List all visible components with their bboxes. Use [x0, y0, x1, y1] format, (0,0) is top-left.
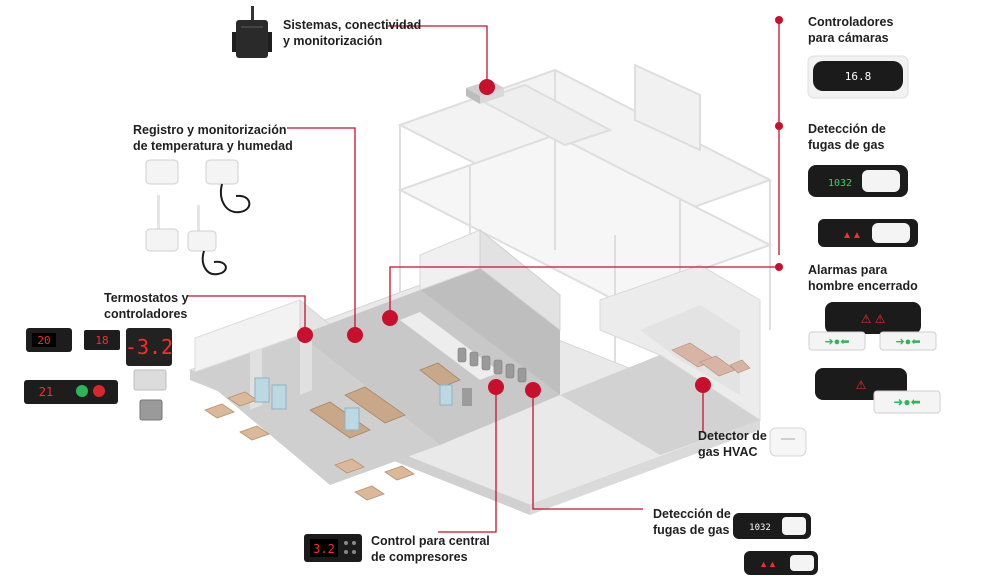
hotspot-gas-leak: [525, 382, 541, 398]
hotspot-logging: [347, 327, 363, 343]
svg-text:▲▲: ▲▲: [759, 559, 777, 569]
dot-man-trapped: [775, 263, 783, 271]
cold-room-controller: 16.8: [807, 55, 909, 99]
label-gas-leak-top: Detección de fugas de gas: [808, 122, 886, 152]
dining-tables: [204, 391, 415, 501]
gas-bottom-readout: 1032: [749, 523, 771, 533]
cold-room-boxes: [671, 342, 751, 377]
compressor-readout: 3.2: [313, 542, 335, 556]
kitchen-appliances: [254, 377, 472, 431]
leader-systems: [388, 25, 488, 87]
leader-logging: [287, 127, 356, 335]
thermo-big-readout: -3.2: [125, 335, 173, 359]
thermo-1-readout: 20: [37, 334, 50, 347]
thermo-wide-readout: 21: [39, 385, 53, 399]
hvac-gas-detector: [769, 427, 807, 457]
svg-text:➜●⬅: ➜●⬅: [824, 336, 849, 348]
compressor-controller: 3.2: [304, 534, 362, 562]
gateway-device: [232, 6, 272, 58]
dot-cold-rooms: [775, 16, 783, 24]
svg-text:⚠ ⚠: ⚠ ⚠: [861, 312, 886, 326]
cold-room-readout: 16.8: [845, 70, 872, 83]
svg-text:▲▲: ▲▲: [842, 230, 862, 241]
hotspots[interactable]: [297, 16, 783, 398]
label-man-trapped: Alarmas para hombre encerrado: [808, 263, 918, 293]
label-systems: Sistemas, conectividad y monitorización: [283, 18, 422, 48]
label-hvac-gas: Detector de gas HVAC: [698, 429, 767, 459]
man-trapped-alarms: ⚠ ⚠ ➜●⬅ ➜●⬅ ⚠ ➜●⬅: [808, 302, 941, 414]
leader-man-trapped: [389, 266, 779, 318]
temperature-loggers: [145, 159, 251, 276]
hotspot-systems: [479, 79, 495, 95]
thermostat-devices: 20 18 -3.2 21: [24, 328, 173, 421]
label-cold-room-controllers: Controladores para cámaras: [808, 15, 894, 45]
svg-text:➜●⬅: ➜●⬅: [893, 395, 920, 409]
leader-gas-bottom: [532, 390, 643, 510]
hotspot-hvac: [695, 377, 711, 393]
leader-thermostats: [188, 295, 306, 335]
thermo-2-readout: 18: [95, 334, 108, 347]
label-gas-leak-bottom: Detección de fugas de gas: [653, 507, 731, 537]
label-logging: Registro y monitorización de temperatura…: [133, 123, 293, 153]
gas-top-readout: 1032: [828, 178, 852, 189]
leader-lines: [188, 20, 780, 533]
hotspot-thermostats: [297, 327, 313, 343]
compressor-rack: [457, 347, 527, 383]
dot-gas-top: [775, 122, 783, 130]
svg-text:⚠: ⚠: [856, 378, 867, 392]
gas-detectors-bottom: 1032 ▲▲: [733, 513, 818, 575]
label-compressor: Control para central de compresores: [371, 534, 490, 564]
leader-compressor: [438, 387, 497, 533]
hotspot-compressor: [488, 379, 504, 395]
svg-text:➜●⬅: ➜●⬅: [895, 336, 920, 348]
building-upper-floors: [397, 63, 773, 380]
gas-detectors-top: 1032 ▲▲: [808, 165, 918, 247]
label-thermostats: Termostatos y controladores: [104, 291, 189, 321]
hotspot-man-trapped: [382, 310, 398, 326]
